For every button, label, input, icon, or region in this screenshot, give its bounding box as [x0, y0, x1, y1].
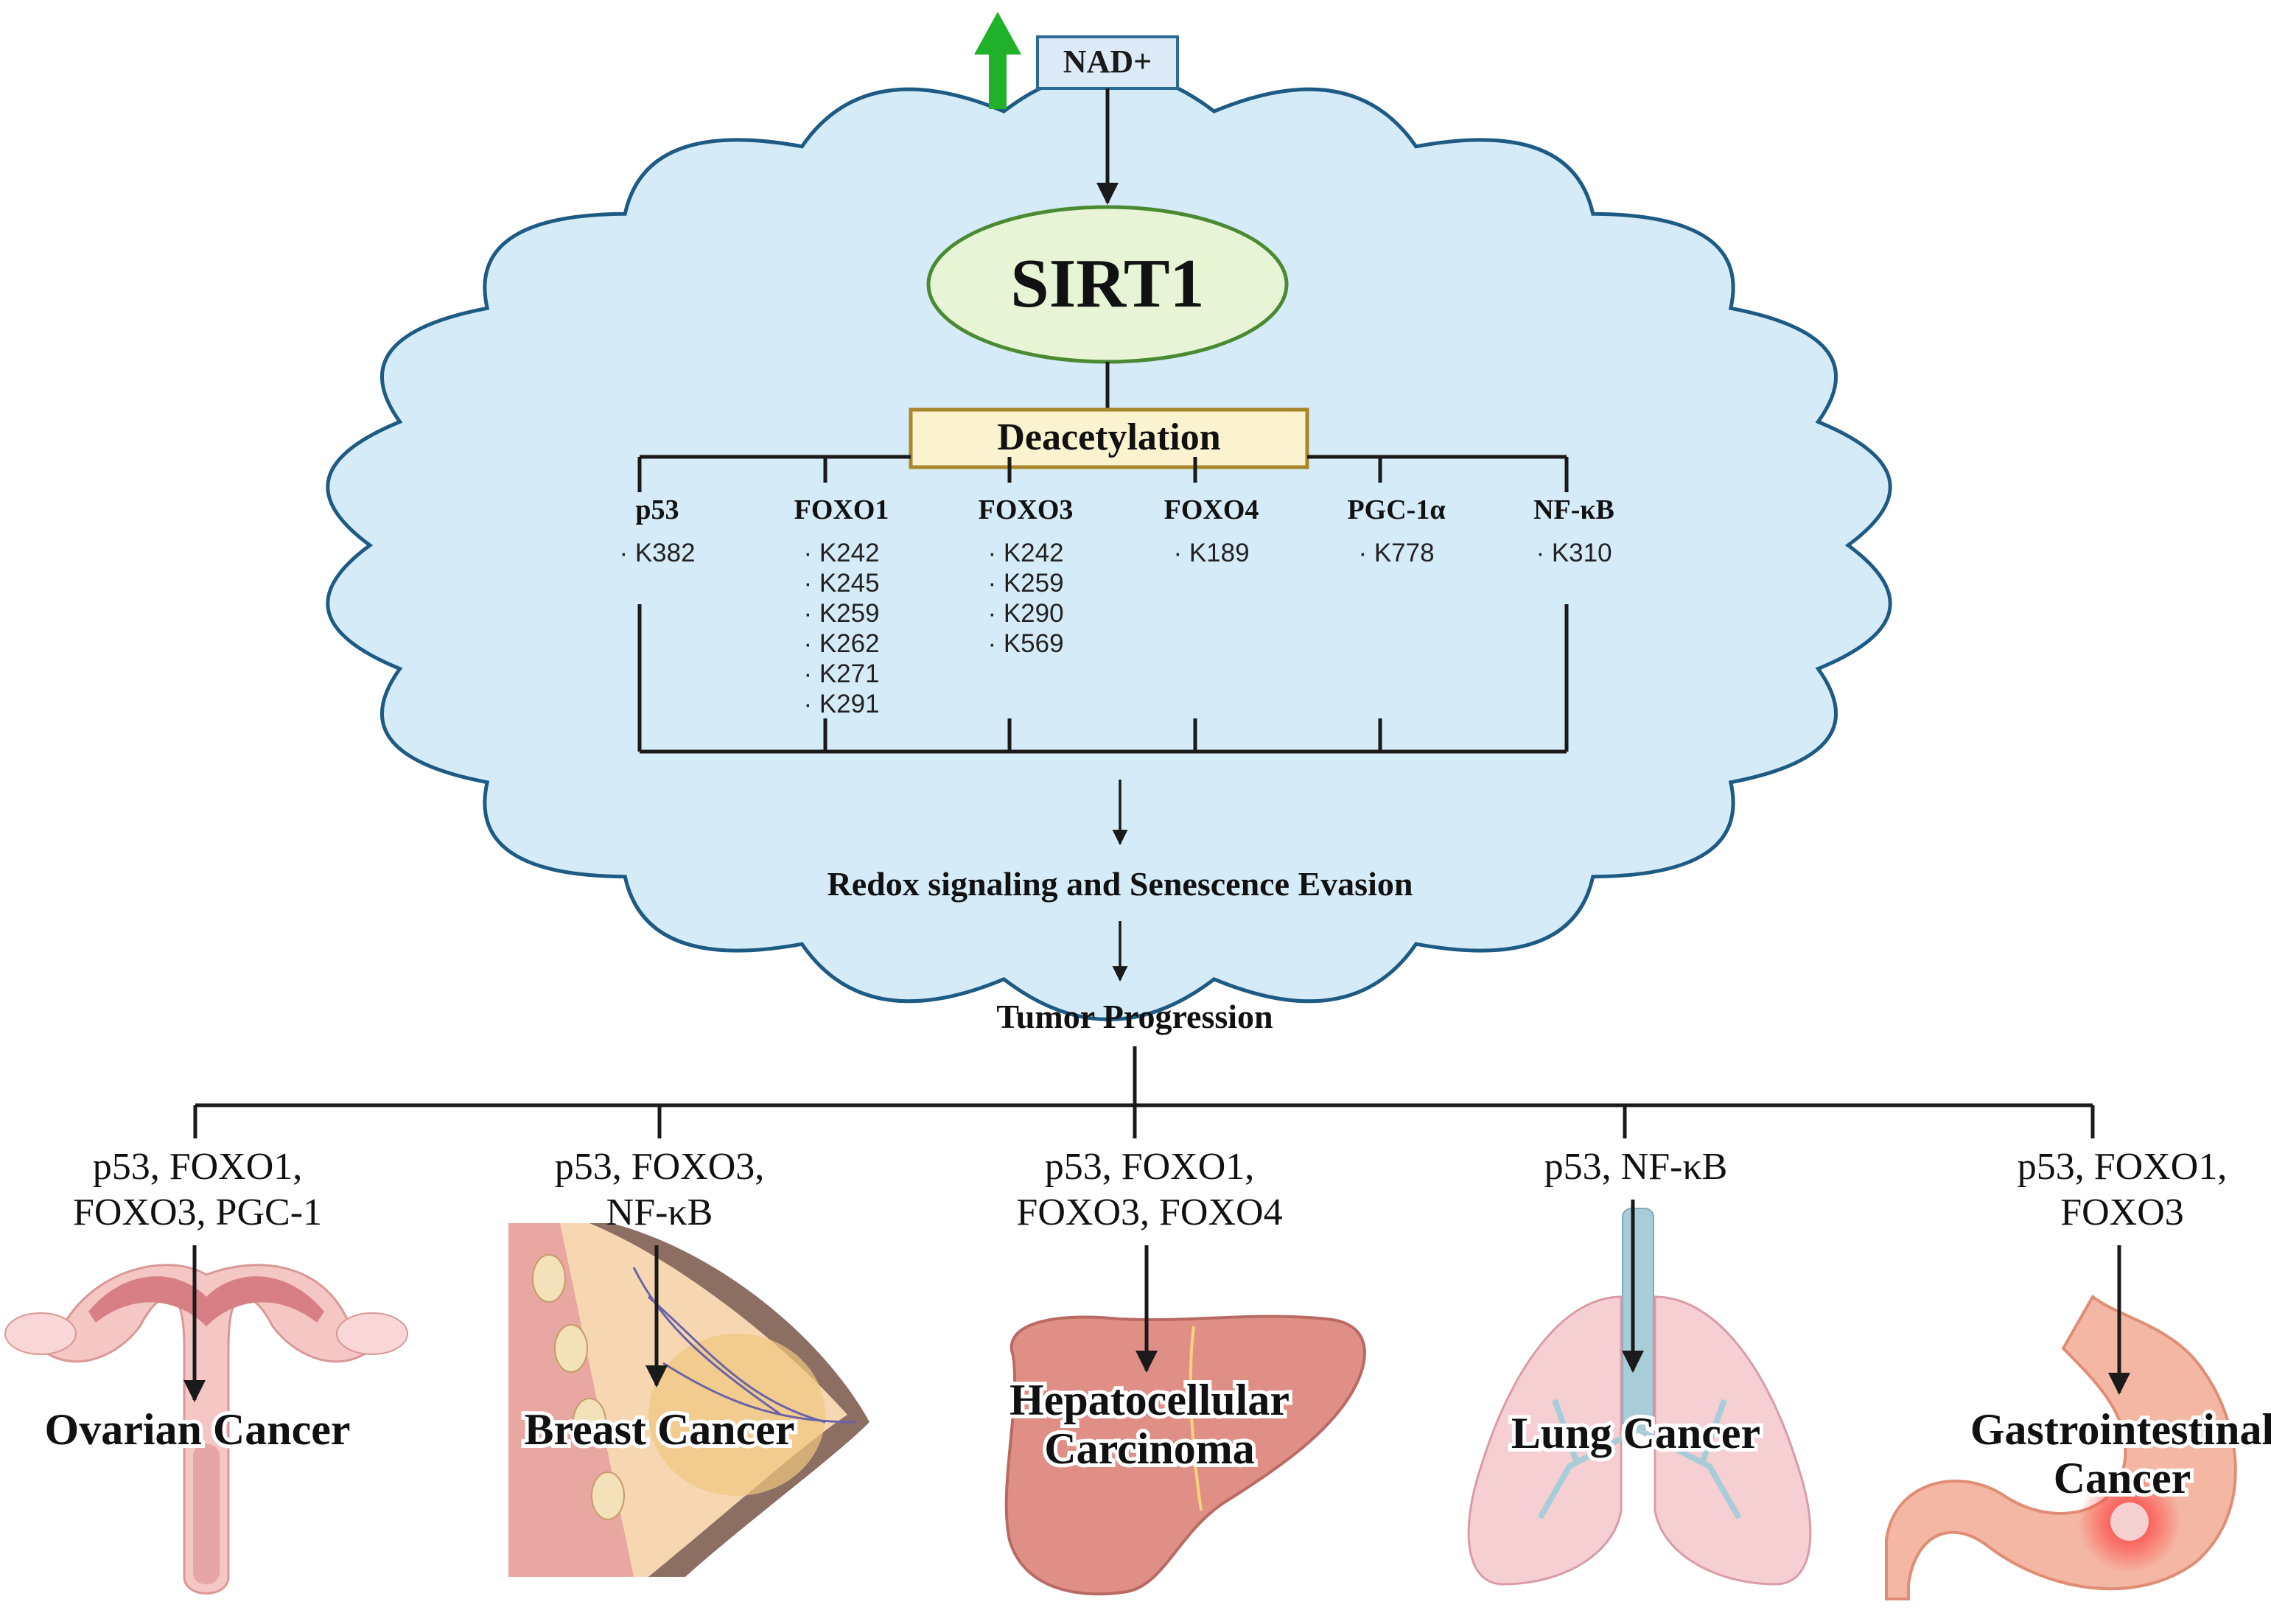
- lysine-site: · K569: [987, 629, 1063, 658]
- cell-cloud-shape: [326, 69, 1892, 1021]
- lysine-site: · K310: [1536, 539, 1612, 567]
- tumor-progression-label: Tumor Progression: [996, 998, 1273, 1035]
- lysine-site: · K290: [987, 599, 1063, 628]
- cancer-title: Gastrointestinal: [1970, 1405, 2271, 1454]
- cancer-title: Breast Cancer: [524, 1405, 794, 1454]
- cancer-factors: FOXO3: [2060, 1191, 2184, 1233]
- target-name: FOXO1: [794, 494, 889, 525]
- target-name: FOXO3: [979, 494, 1074, 525]
- lungs-icon: [1467, 1208, 1812, 1586]
- uterus-ovary-icon: [4, 1264, 408, 1595]
- cancer-title: Cancer: [2054, 1454, 2191, 1502]
- lysine-site: · K242: [987, 539, 1063, 567]
- target-name: PGC-1α: [1347, 494, 1445, 525]
- lysine-site: · K271: [803, 659, 879, 688]
- cancer-title: Hepatocellular: [1009, 1376, 1290, 1424]
- lysine-site: · K259: [803, 599, 879, 628]
- target-name: NF-κB: [1533, 494, 1614, 525]
- deacetylation-box: [909, 407, 1309, 469]
- cancer-factors: p53, FOXO1,: [1045, 1146, 1255, 1188]
- cancer-factors: NF-κB: [606, 1191, 713, 1233]
- breast-icon: [508, 1223, 869, 1577]
- target-name: p53: [635, 494, 679, 525]
- sirt1-label: SIRT1: [1010, 245, 1204, 322]
- cancer-branches: [195, 1046, 2093, 1107]
- cancer-factors: p53, NF-κB: [1544, 1146, 1728, 1188]
- nad-label: NAD+: [1063, 43, 1152, 80]
- cancer-title: Ovarian Cancer: [45, 1405, 351, 1454]
- lysine-site: · K778: [1358, 539, 1434, 567]
- cancer-factors: p53, FOXO3,: [555, 1146, 765, 1188]
- cancer-factors: p53, FOXO1,: [93, 1146, 303, 1188]
- cancer-title: Lung Cancer: [1511, 1409, 1760, 1457]
- target-name: FOXO4: [1164, 494, 1259, 525]
- lysine-site: · K245: [803, 569, 879, 598]
- lysine-site: · K259: [987, 569, 1063, 598]
- lysine-site: · K382: [619, 539, 695, 567]
- cancer-title: Carcinoma: [1044, 1424, 1255, 1473]
- deacetylation-label: Deacetylation: [997, 416, 1220, 458]
- cancer-factors: FOXO3, PGC-1: [73, 1191, 322, 1233]
- nad-increase-arrow-icon: [974, 12, 1021, 109]
- lysine-site: · K291: [803, 690, 879, 718]
- nad-box: [1036, 35, 1179, 90]
- lysine-site: · K242: [803, 539, 879, 567]
- lysine-site: · K262: [803, 629, 879, 658]
- targets-bracket: [640, 455, 1567, 754]
- redox-label: Redox signaling and Senescence Evasion: [827, 865, 1413, 903]
- stomach-icon: [1885, 1295, 2237, 1600]
- cancer-factors: FOXO3, FOXO4: [1016, 1191, 1282, 1233]
- cancer-factors: p53, FOXO1,: [2018, 1146, 2228, 1188]
- lysine-site: · K189: [1173, 539, 1249, 567]
